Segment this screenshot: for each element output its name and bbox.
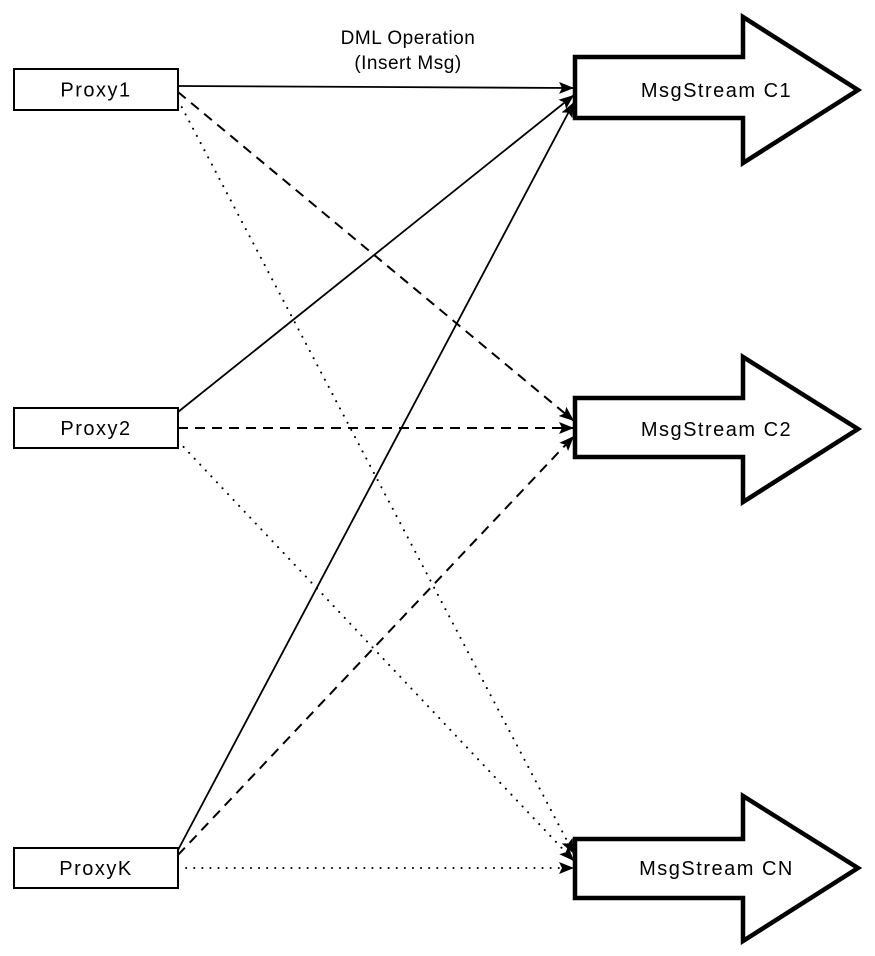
- proxy-box-proxy1: [13, 68, 179, 111]
- msgstream-arrow-c2: MsgStream C2: [572, 352, 863, 507]
- msgstream-arrow-shape-c2: [572, 352, 863, 507]
- msgstream-arrow-shape-c1: [572, 12, 863, 168]
- label-layer: DML Operation (Insert Msg): [341, 28, 476, 74]
- edge-proxyk-to-c2-dashed: [177, 435, 575, 856]
- proxy-box-proxyk: [13, 847, 179, 889]
- msgstream-layer: MsgStream C1 MsgStream C2 MsgStream CN: [572, 12, 863, 946]
- edge-proxy1-to-c2-dashed: [177, 91, 575, 422]
- dml-operation-label-line2: (Insert Msg): [354, 53, 461, 74]
- proxy-box-proxy2: [13, 407, 179, 449]
- edge-proxyk-to-c1-solid: [177, 101, 575, 851]
- edge-proxy2-to-c1-solid: [177, 94, 575, 413]
- proxy-label-proxy1: Proxy1: [60, 80, 131, 102]
- proxy-label-proxyk: ProxyK: [59, 858, 132, 880]
- dml-operation-label-line1: DML Operation: [341, 28, 476, 49]
- msgstream-label-c1: MsgStream C1: [641, 80, 792, 102]
- proxy-node-proxy1: Proxy1: [13, 68, 179, 111]
- proxy-node-proxyk: ProxyK: [13, 847, 179, 889]
- proxy-label-proxy2: Proxy2: [60, 418, 131, 440]
- msgstream-arrow-cn: MsgStream CN: [572, 791, 863, 946]
- edge-layer: [177, 81, 575, 874]
- edge-proxy1-to-c1-solid: [177, 81, 575, 94]
- edge-proxy2-to-cn-dotted: [177, 440, 575, 862]
- proxy-node-proxy2: Proxy2: [13, 407, 179, 449]
- msgstream-arrow-c1: MsgStream C1: [572, 12, 863, 168]
- msgstream-arrow-shape-cn: [572, 791, 863, 946]
- msgstream-label-c2: MsgStream C2: [641, 419, 792, 441]
- msgstream-label-cn: MsgStream CN: [639, 858, 794, 880]
